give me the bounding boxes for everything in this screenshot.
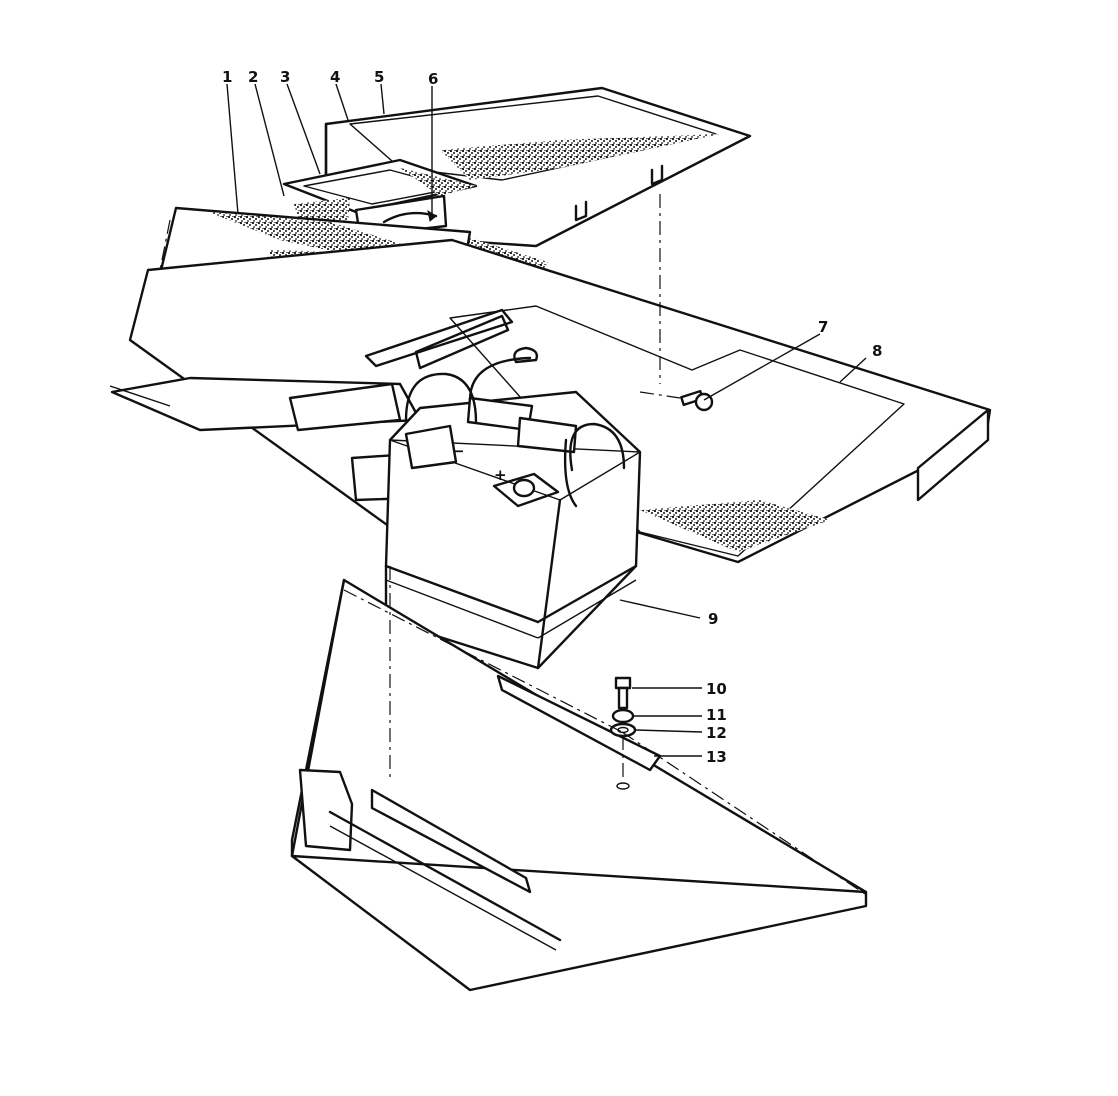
positive-terminal-mark: + xyxy=(494,466,507,484)
fasteners xyxy=(609,389,714,790)
callout-leaders xyxy=(226,83,867,757)
mounting-base xyxy=(290,578,868,992)
callout-11: 11 xyxy=(706,706,727,724)
callout-9: 9 xyxy=(708,610,718,628)
callout-5: 5 xyxy=(374,68,384,86)
callout-8: 8 xyxy=(872,342,882,360)
callout-4: 4 xyxy=(330,68,340,86)
callout-numbers: 1 2 3 4 5 6 7 8 9 10 11 12 13 xyxy=(222,68,882,766)
alignment-center-lines xyxy=(343,194,869,897)
cover-latch-assembly xyxy=(282,158,478,238)
battery: − + xyxy=(384,346,642,670)
callout-12: 12 xyxy=(706,724,727,742)
callout-13: 13 xyxy=(706,748,727,766)
callout-2: 2 xyxy=(248,68,258,86)
callout-6: 6 xyxy=(428,70,438,88)
callout-10: 10 xyxy=(706,680,727,698)
callout-1: 1 xyxy=(222,68,232,86)
negative-terminal-mark: − xyxy=(452,442,465,460)
callout-7: 7 xyxy=(818,318,828,336)
callout-3: 3 xyxy=(280,68,290,86)
